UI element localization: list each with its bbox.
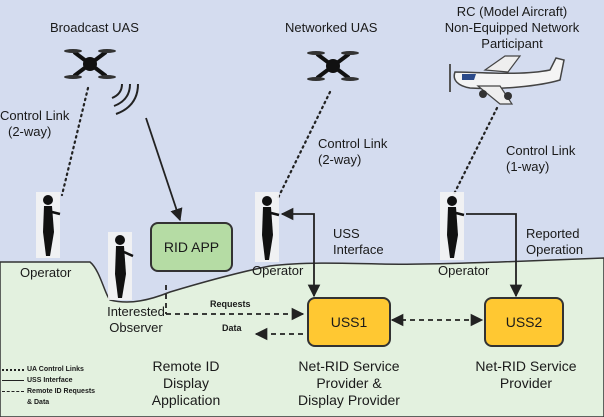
uss-interface-line bbox=[280, 207, 321, 298]
legend-dashed-swatch bbox=[2, 391, 24, 392]
operator-mid-label: Operator bbox=[252, 263, 304, 278]
interested-observer-label: Interested Observer bbox=[107, 304, 165, 335]
uss1-box: USS1 bbox=[307, 297, 391, 347]
requests-label: Requests bbox=[210, 299, 251, 309]
net-rid-display-label: Net-RID Service Provider & Display Provi… bbox=[298, 358, 400, 408]
networked-drone-icon bbox=[307, 51, 359, 81]
reported-operation-line bbox=[466, 213, 523, 298]
control-link-networked bbox=[275, 90, 332, 202]
observer-icon bbox=[108, 232, 134, 300]
broadcast-signal-icon bbox=[111, 83, 139, 115]
legend-item: UA Control Links bbox=[2, 366, 84, 373]
net-rid-provider-label: Net-RID Service Provider bbox=[475, 358, 577, 391]
broadcast-drone-icon bbox=[64, 49, 116, 79]
operator-left-label: Operator bbox=[20, 265, 72, 280]
rid-app-box: RID APP bbox=[150, 222, 233, 272]
operator-left-icon bbox=[36, 192, 61, 258]
legend-item: & Data bbox=[27, 399, 50, 406]
uss-interface-label: USS Interface bbox=[333, 226, 384, 257]
control-link-right-label: Control Link (1-way) bbox=[506, 143, 576, 174]
rc-aircraft-icon bbox=[449, 55, 565, 105]
legend-solid-swatch bbox=[2, 380, 24, 381]
control-link-left-label: Control Link (2-way) bbox=[0, 108, 70, 139]
legend-dotted-swatch bbox=[2, 368, 24, 371]
operator-right-label: Operator bbox=[438, 263, 490, 278]
broadcast-uas-label: Broadcast UAS bbox=[50, 20, 139, 35]
uss2-box: USS2 bbox=[484, 297, 564, 347]
broadcast-to-rid-app-arrow bbox=[145, 117, 183, 222]
control-link-broadcast bbox=[60, 86, 90, 197]
legend-item: USS Interface bbox=[2, 377, 73, 384]
operator-mid-icon bbox=[255, 192, 280, 262]
rc-aircraft-label: RC (Model Aircraft) Non-Equipped Network… bbox=[444, 4, 580, 51]
control-link-rc bbox=[450, 106, 499, 200]
networked-uas-label: Networked UAS bbox=[285, 20, 378, 35]
reported-operation-label: Reported Operation bbox=[526, 226, 584, 257]
control-links bbox=[60, 86, 499, 202]
legend-item: Remote ID Requests bbox=[2, 388, 95, 395]
operator-right-icon bbox=[440, 192, 465, 260]
data-label: Data bbox=[222, 323, 242, 333]
control-link-mid-label: Control Link (2-way) bbox=[318, 136, 388, 167]
remote-id-app-label: Remote ID Display Application bbox=[151, 358, 221, 408]
